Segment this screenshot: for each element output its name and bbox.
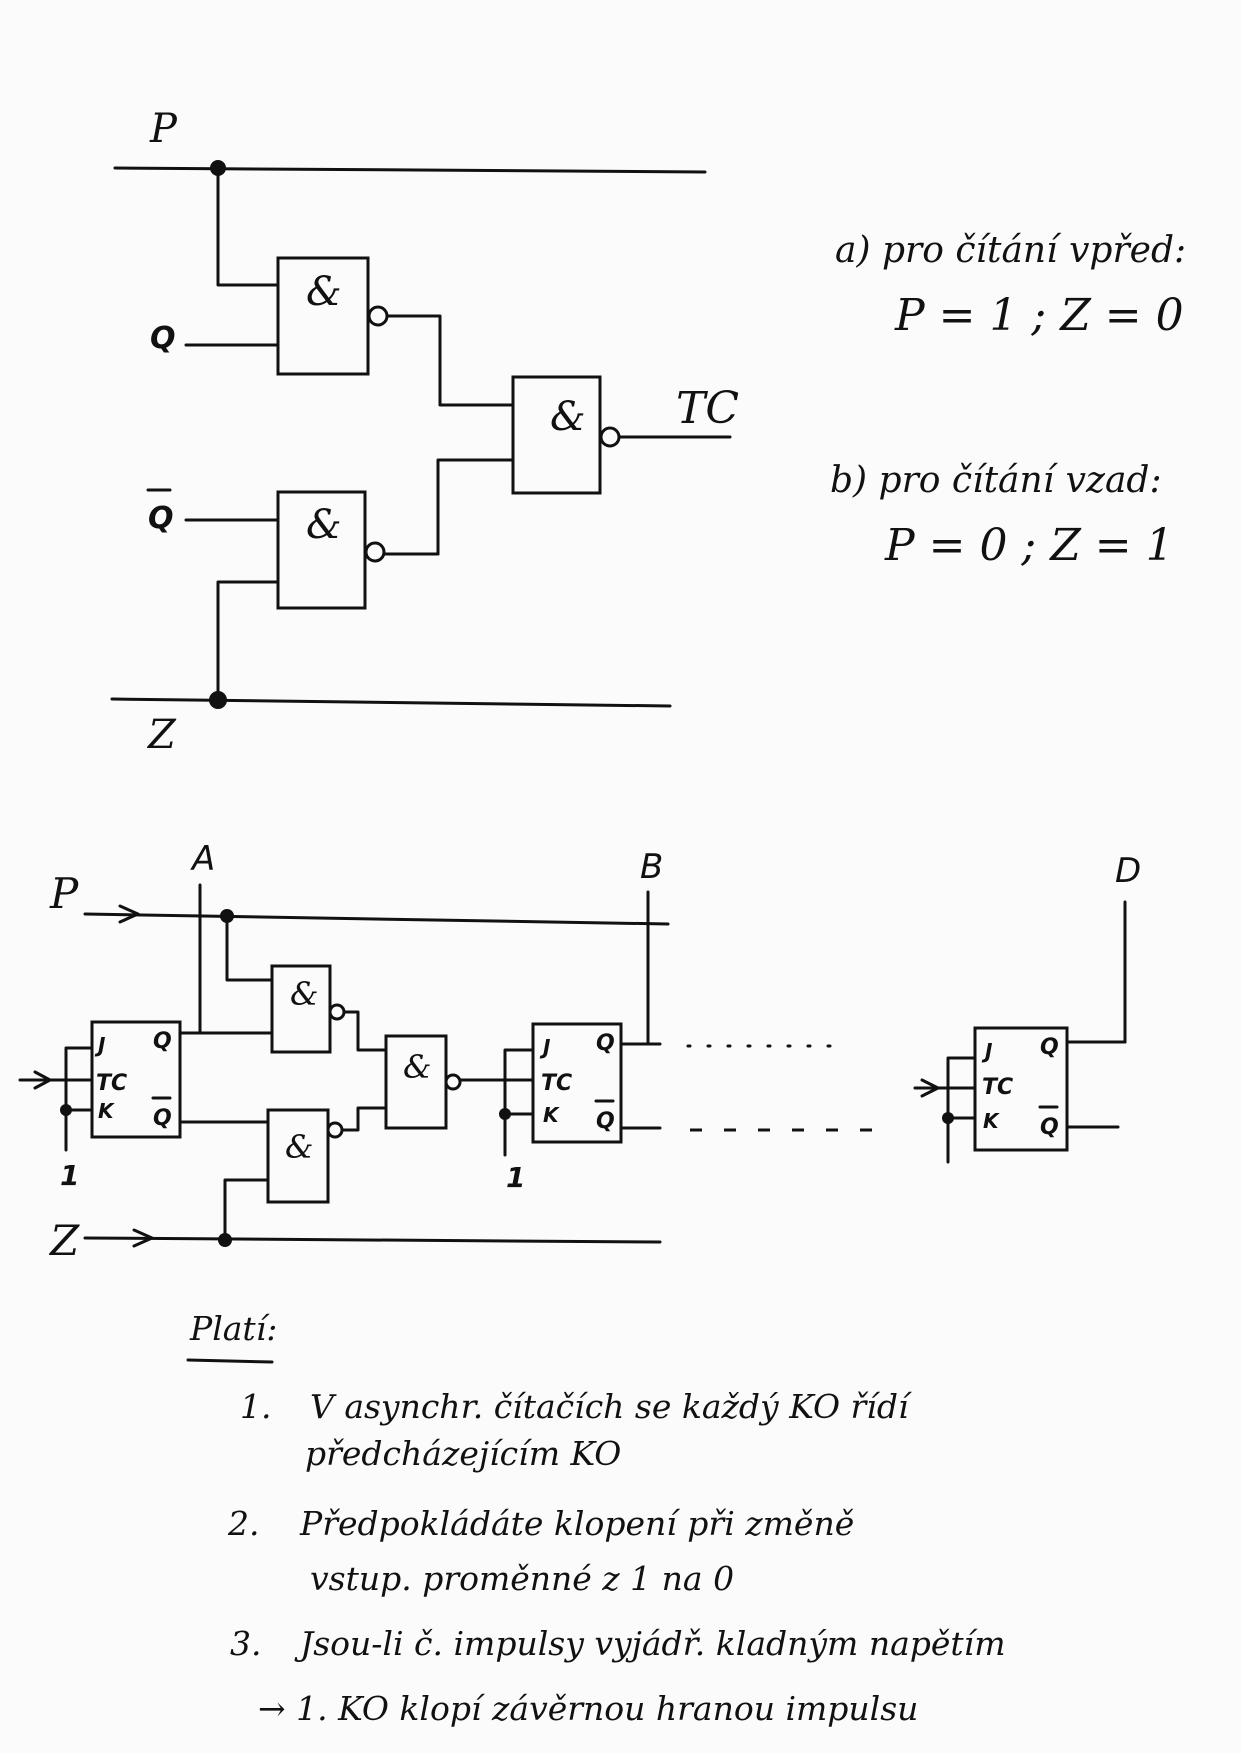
top-qbar-label: Q: [148, 501, 174, 536]
gate3-symbol: &: [550, 394, 586, 440]
gate-b-out-wire: [340, 1106, 388, 1132]
bottom-nand-b: [266, 1108, 330, 1204]
notes-heading: Platí:: [189, 1309, 277, 1348]
ffn-jk-junction: [942, 1112, 954, 1124]
top-circuit: P Q & & TC & Q Z: [110, 106, 739, 758]
z-junction-dot: [209, 691, 227, 709]
ff1-jk-junction: [60, 1104, 72, 1116]
bottom-p-label: P: [49, 869, 79, 918]
z-bus-line: [110, 697, 672, 708]
flipflop-2: [531, 1022, 623, 1144]
ff1-qbar-pin: Q: [153, 1106, 172, 1131]
gate2-out-wire: [436, 458, 515, 556]
ff1-tc-pin: TC: [96, 1071, 127, 1096]
top-q-label: Q: [150, 321, 176, 356]
conditions: a) pro čítání vpřed: P = 1 ; Z = 0 b) pr…: [830, 230, 1186, 571]
p-to-gate1-wire: [216, 166, 280, 287]
bottom-z-bus: [83, 1236, 662, 1244]
ff2-j-pin: J: [539, 1035, 551, 1059]
d-label: D: [1115, 851, 1141, 891]
gate-a-symbol: &: [290, 975, 318, 1013]
gate1-symbol: &: [306, 269, 342, 315]
bottom-z-junction-dot: [218, 1233, 232, 1247]
ffn-j-pin: J: [981, 1039, 993, 1063]
condition-b-title: b) pro čítání vzad:: [830, 460, 1162, 501]
ffn-clock-arrow-icon: [920, 1078, 940, 1098]
notes-heading-underline: [186, 1358, 274, 1364]
z-to-gate2-wire: [216, 580, 280, 702]
p-to-gate-a-wire: [225, 914, 274, 982]
gate-c-bubble: [444, 1073, 462, 1091]
bottom-p-bus: [83, 912, 670, 926]
ff1-j-pin: J: [94, 1033, 106, 1057]
note-2-line-2: vstup. proměnné z 1 na 0: [310, 1559, 734, 1598]
gate3-inversion-bubble: [599, 426, 621, 448]
b-label: B: [640, 847, 663, 887]
gate2-symbol: &: [306, 502, 342, 548]
ff2-qbar-pin: Q: [596, 1109, 615, 1134]
ff1-clock-arrow-icon: [33, 1070, 52, 1090]
ffn-tc-pin: TC: [982, 1075, 1013, 1100]
note-1-line-1: V asynchr. čítačích se každý KO řídí: [310, 1387, 913, 1426]
gate-b-symbol: &: [285, 1128, 313, 1166]
note-2-line-1: Předpokládáte klopení při změně: [299, 1504, 854, 1543]
gate1-inversion-bubble: [367, 305, 389, 327]
notes: Platí: 1. V asynchr. čítačích se každý K…: [186, 1309, 1006, 1728]
ffn-k-pin: K: [983, 1109, 1000, 1133]
condition-a-values: P = 1 ; Z = 0: [894, 290, 1184, 341]
note-3-line-2: → 1. KO klopí závěrnou hranou impulsu: [258, 1689, 918, 1728]
z-to-gate-b-wire: [223, 1178, 270, 1242]
ff2-jk-junction: [499, 1108, 511, 1120]
gate-b-bubble: [326, 1121, 344, 1139]
bottom-z-label: Z: [48, 1216, 80, 1265]
ff1-k-pin: K: [98, 1099, 115, 1123]
condition-a-title: a) pro čítání vpřed:: [835, 230, 1186, 271]
note-1-line-2: předcházejícím KO: [305, 1434, 621, 1473]
ff2-jk-tie: [503, 1048, 535, 1116]
p-bus-line: [113, 166, 707, 174]
top-z-label: Z: [146, 712, 177, 758]
p-arrow-icon: [118, 904, 140, 924]
ff2-q-pin: Q: [596, 1031, 615, 1056]
ff2-tc-pin: TC: [541, 1071, 572, 1096]
ff2-one-label: 1: [506, 1161, 525, 1194]
gate-a-bubble: [328, 1003, 346, 1021]
ff1-one-label: 1: [60, 1159, 79, 1192]
top-p-label: P: [149, 106, 178, 152]
ff1-q-pin: Q: [153, 1029, 172, 1054]
ffn-q-pin: Q: [1040, 1035, 1059, 1060]
bottom-circuit: P A J TC K Q Q 1 & & &: [18, 839, 1141, 1265]
ff2-k-pin: K: [543, 1103, 560, 1127]
note-2-number: 2.: [227, 1504, 260, 1543]
note-3-number: 3.: [230, 1624, 262, 1663]
a-label: A: [190, 839, 215, 879]
gate1-out-wire: [385, 314, 515, 407]
note-1-number: 1.: [240, 1387, 272, 1426]
z-arrow-icon: [132, 1228, 154, 1248]
gate-c-symbol: &: [403, 1048, 431, 1086]
gate2-inversion-bubble: [364, 541, 386, 563]
ffn-qbar-pin: Q: [1040, 1115, 1059, 1140]
note-3-line-1: Jsou-li č. impulsy vyjádř. kladným napět…: [294, 1624, 1006, 1663]
condition-b-values: P = 0 ; Z = 1: [884, 520, 1174, 571]
tc-label: TC: [676, 383, 739, 434]
gate-a-out-wire: [342, 1010, 388, 1052]
